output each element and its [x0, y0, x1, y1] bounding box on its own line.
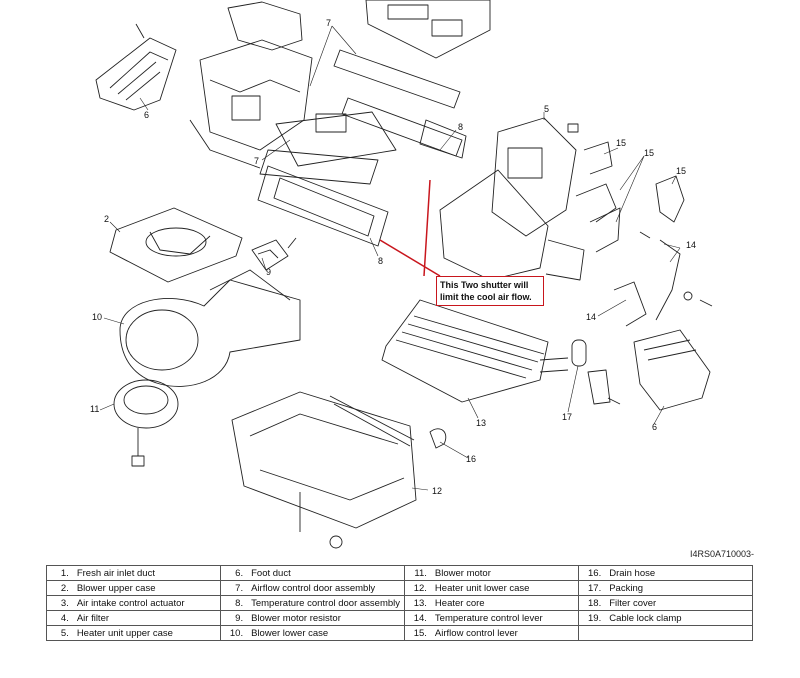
- legend-item-number: 17.: [578, 580, 606, 596]
- callout-7-top: 7: [326, 18, 331, 28]
- legend-item-number: 19.: [578, 610, 606, 626]
- legend-item-label: Packing: [605, 580, 754, 596]
- blower-motor-resistor-drawing: [251, 239, 289, 271]
- legend-item-number: [578, 625, 606, 641]
- screws-drawing: [135, 23, 713, 307]
- callout-15-a: 15: [616, 138, 626, 148]
- legend-item-label: [605, 625, 754, 641]
- legend-item-number: 15.: [404, 625, 431, 641]
- legend-item-number: 2.: [45, 580, 73, 596]
- annotation-note: This Two shutter will limit the cool air…: [436, 276, 544, 306]
- legend-item-label: Heater core: [430, 595, 580, 611]
- callout-6-top: 6: [144, 110, 149, 120]
- legend-item-number: 7.: [220, 580, 248, 596]
- legend-item-number: 4.: [45, 610, 73, 626]
- legend-item-number: 16.: [578, 565, 606, 581]
- callout-5: 5: [544, 104, 549, 114]
- callout-numbers: 7 6 5 8 7 15 15 15 2 14 8 9 14 10 11 13 …: [90, 18, 696, 496]
- legend-item-number: 13.: [404, 595, 431, 611]
- legend-item-number: 11.: [404, 565, 431, 581]
- callout-7-mid: 7: [254, 156, 259, 166]
- legend-item-label: Fresh air inlet duct: [72, 565, 222, 581]
- callout-16: 16: [466, 454, 476, 464]
- fresh-air-inlet-duct-drawing: [95, 37, 177, 111]
- callout-10: 10: [92, 312, 102, 322]
- callout-17: 17: [562, 412, 572, 422]
- legend-item-label: Temperature control door assembly: [247, 595, 406, 611]
- callout-8-top: 8: [458, 122, 463, 132]
- blower-upper-case-drawing: [109, 207, 243, 283]
- leader-lines: [99, 25, 681, 491]
- callout-15-b: 15: [644, 148, 654, 158]
- legend-item-label: Air intake control actuator: [72, 595, 222, 611]
- blower-motor-drawing: [113, 379, 179, 467]
- annotation-line-2: limit the cool air flow.: [440, 292, 532, 302]
- legend-item-number: 14.: [404, 610, 431, 626]
- foot-duct-drawing: [633, 329, 711, 411]
- callout-13: 13: [476, 418, 486, 428]
- figure-id: I4RS0A710003-: [689, 549, 754, 559]
- legend-item-label: Blower lower case: [247, 625, 406, 641]
- callout-2: 2: [104, 214, 109, 224]
- exploded-parts-diagram: 7 6 5 8 7 15 15 15 2 14 8 9 14 10 11 13 …: [90, 0, 713, 549]
- legend-item-number: 5.: [45, 625, 73, 641]
- legend-item-label: Air filter: [72, 610, 222, 626]
- callout-8-bottom: 8: [378, 256, 383, 266]
- legend-item-label: Blower motor resistor: [247, 610, 406, 626]
- legend-item-label: Cable lock clamp: [605, 610, 754, 626]
- legend-item-number: 12.: [404, 580, 431, 596]
- legend-item-label: Foot duct: [247, 565, 406, 581]
- callout-12: 12: [432, 486, 442, 496]
- legend-item-label: Filter cover: [605, 595, 754, 611]
- legend-item-label: Airflow control door assembly: [247, 580, 406, 596]
- callout-9: 9: [266, 267, 271, 277]
- callout-14-a: 14: [686, 240, 696, 250]
- annotation-leader-lines: [379, 179, 441, 277]
- legend-item-label: Heater unit lower case: [430, 580, 580, 596]
- legend-item-label: Temperature control lever: [430, 610, 580, 626]
- legend-item-label: Drain hose: [605, 565, 754, 581]
- legend-item-label: Blower upper case: [72, 580, 222, 596]
- legend-item-label: Airflow control lever: [430, 625, 580, 641]
- legend-item-number: 1.: [45, 565, 73, 581]
- legend-item-number: 8.: [220, 595, 248, 611]
- airflow-control-door-drawing: [259, 49, 463, 185]
- legend-item-number: 3.: [45, 595, 73, 611]
- legend-item-label: Heater unit upper case: [72, 625, 222, 641]
- control-levers-drawing: [575, 141, 693, 327]
- callout-15-c: 15: [676, 166, 686, 176]
- callout-6-right: 6: [652, 422, 657, 432]
- heater-core-drawing: [381, 299, 569, 403]
- legend-item-number: 18.: [578, 595, 606, 611]
- legend-item-number: 10.: [220, 625, 248, 641]
- heater-unit-upper-case-drawing: [189, 0, 491, 169]
- legend-item-number: 9.: [220, 610, 248, 626]
- temperature-control-door-drawing: [257, 119, 467, 247]
- legend-item-label: Blower motor: [430, 565, 580, 581]
- legend-item-number: 6.: [220, 565, 248, 581]
- callout-14-b: 14: [586, 312, 596, 322]
- blower-lower-case-drawing: [119, 269, 301, 387]
- callout-11: 11: [90, 404, 99, 414]
- annotation-line-1: This Two shutter will: [440, 280, 529, 290]
- heater-unit-lower-case-drawing: [231, 391, 417, 549]
